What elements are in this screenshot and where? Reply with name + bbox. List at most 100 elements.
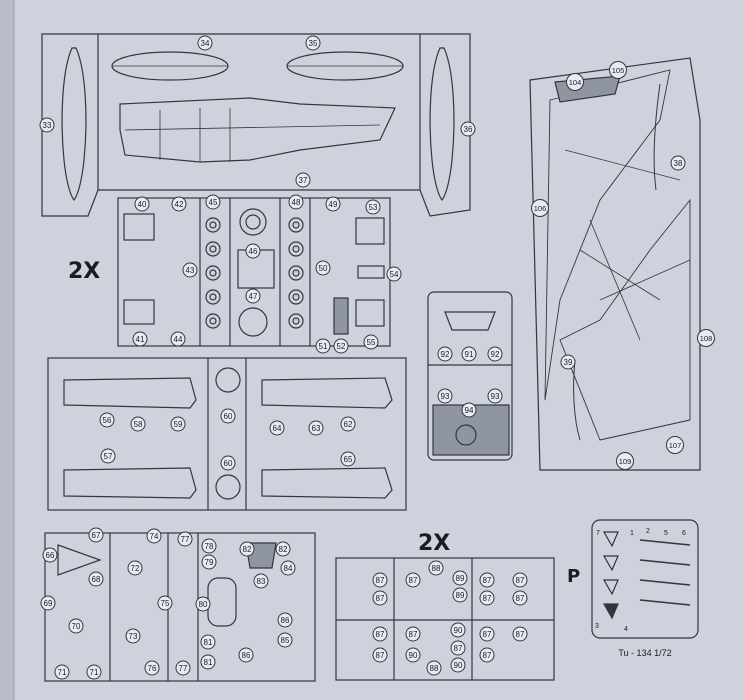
callout-number: 87 [516, 576, 525, 585]
part-callout-42: 42 [171, 196, 187, 212]
callout-number: 7 [596, 530, 600, 537]
part-callout-40: 40 [134, 196, 150, 212]
callout-circle [372, 590, 388, 606]
callout-circle [200, 654, 216, 670]
callout-circle [127, 560, 143, 576]
callout-number: 90 [454, 661, 463, 670]
part-callout-60: 60 [220, 455, 236, 471]
callout-circle [479, 647, 495, 663]
callout-circle [205, 194, 221, 210]
callout-circle [372, 572, 388, 588]
callout-number: 87 [376, 630, 385, 639]
callout-number: 3 [595, 623, 599, 630]
callout-number: 42 [175, 200, 184, 209]
part-callout-37: 37 [295, 172, 311, 188]
callout-number: 59 [174, 420, 183, 429]
callout-circle [201, 554, 217, 570]
part-callout-64: 64 [269, 420, 285, 436]
callout-number: 52 [337, 342, 346, 351]
part-callout-57: 57 [100, 448, 116, 464]
callout-number: 72 [131, 564, 140, 573]
callout-circle [277, 632, 293, 648]
part-callout-105: 105 [609, 61, 627, 79]
callout-circle [450, 657, 466, 673]
callout-number: 40 [138, 200, 147, 209]
callout-number: 57 [104, 452, 113, 461]
callout-number: 67 [92, 531, 101, 540]
callout-number: 85 [281, 636, 290, 645]
part-callout-83: 83 [253, 573, 269, 589]
callout-number: 93 [491, 392, 500, 401]
photoetch-letter: P [567, 566, 580, 587]
callout-number: 51 [319, 342, 328, 351]
part-callout-75: 75 [157, 595, 173, 611]
callout-number: 81 [204, 658, 213, 667]
callout-circle [40, 595, 56, 611]
part-callout-79: 79 [201, 554, 217, 570]
part-callout-87: 87 [479, 626, 495, 642]
part-callout-87: 87 [479, 590, 495, 606]
part-callout-90: 90 [450, 657, 466, 673]
part-callout-86: 86 [238, 647, 254, 663]
callout-circle [88, 527, 104, 543]
part-callout-87: 87 [372, 626, 388, 642]
callout-circle [697, 329, 715, 347]
part-callout-54: 54 [386, 266, 402, 282]
part-callout-33: 33 [39, 117, 55, 133]
callout-number: 48 [292, 198, 301, 207]
part-callout-68: 68 [88, 571, 104, 587]
callout-circle [315, 338, 331, 354]
part-callout-88: 88 [426, 660, 442, 676]
callout-number: 45 [209, 198, 218, 207]
callout-circle [54, 664, 70, 680]
callout-number: 49 [329, 200, 338, 209]
callout-number: 77 [179, 664, 188, 673]
part-callout-77: 77 [177, 531, 193, 547]
part-callout-94: 94 [461, 402, 477, 418]
part-callout-87: 87 [372, 590, 388, 606]
callout-number: 88 [432, 564, 441, 573]
callout-number: 60 [224, 412, 233, 421]
part-callout-35: 35 [305, 35, 321, 51]
part-callout-84: 84 [280, 560, 296, 576]
callout-circle [170, 416, 186, 432]
part-callout-7: 7 [596, 530, 600, 537]
callout-circle [372, 647, 388, 663]
callout-circle [157, 595, 173, 611]
callout-circle [670, 155, 686, 171]
callout-number: 90 [409, 651, 418, 660]
callout-circle [512, 572, 528, 588]
part-callout-71: 71 [54, 664, 70, 680]
callout-circle [531, 199, 549, 217]
part-callout-87: 87 [450, 640, 466, 656]
part-callout-89: 89 [452, 587, 468, 603]
callout-circle [197, 35, 213, 51]
callout-circle [182, 262, 198, 278]
callout-circle [68, 618, 84, 634]
callout-number: 92 [491, 350, 500, 359]
callout-number: 82 [243, 545, 252, 554]
part-callout-87: 87 [479, 647, 495, 663]
part-callout-76: 76 [144, 660, 160, 676]
part-callout-89: 89 [452, 570, 468, 586]
callout-number: 35 [309, 39, 318, 48]
callout-number: 106 [534, 204, 547, 213]
callout-circle [42, 547, 58, 563]
callout-circle [171, 196, 187, 212]
callout-number: 82 [279, 545, 288, 554]
callout-circle [512, 590, 528, 606]
callout-circle [201, 538, 217, 554]
callout-number: 87 [483, 594, 492, 603]
part-callout-78: 78 [201, 538, 217, 554]
callout-number: 4 [624, 626, 628, 633]
callout-circle [437, 388, 453, 404]
part-callout-51: 51 [315, 338, 331, 354]
part-callout-71: 71 [86, 664, 102, 680]
part-callout-38: 38 [670, 155, 686, 171]
part-callout-59: 59 [170, 416, 186, 432]
callout-circle [479, 572, 495, 588]
callout-number: 66 [46, 551, 55, 560]
callout-number: 87 [409, 576, 418, 585]
